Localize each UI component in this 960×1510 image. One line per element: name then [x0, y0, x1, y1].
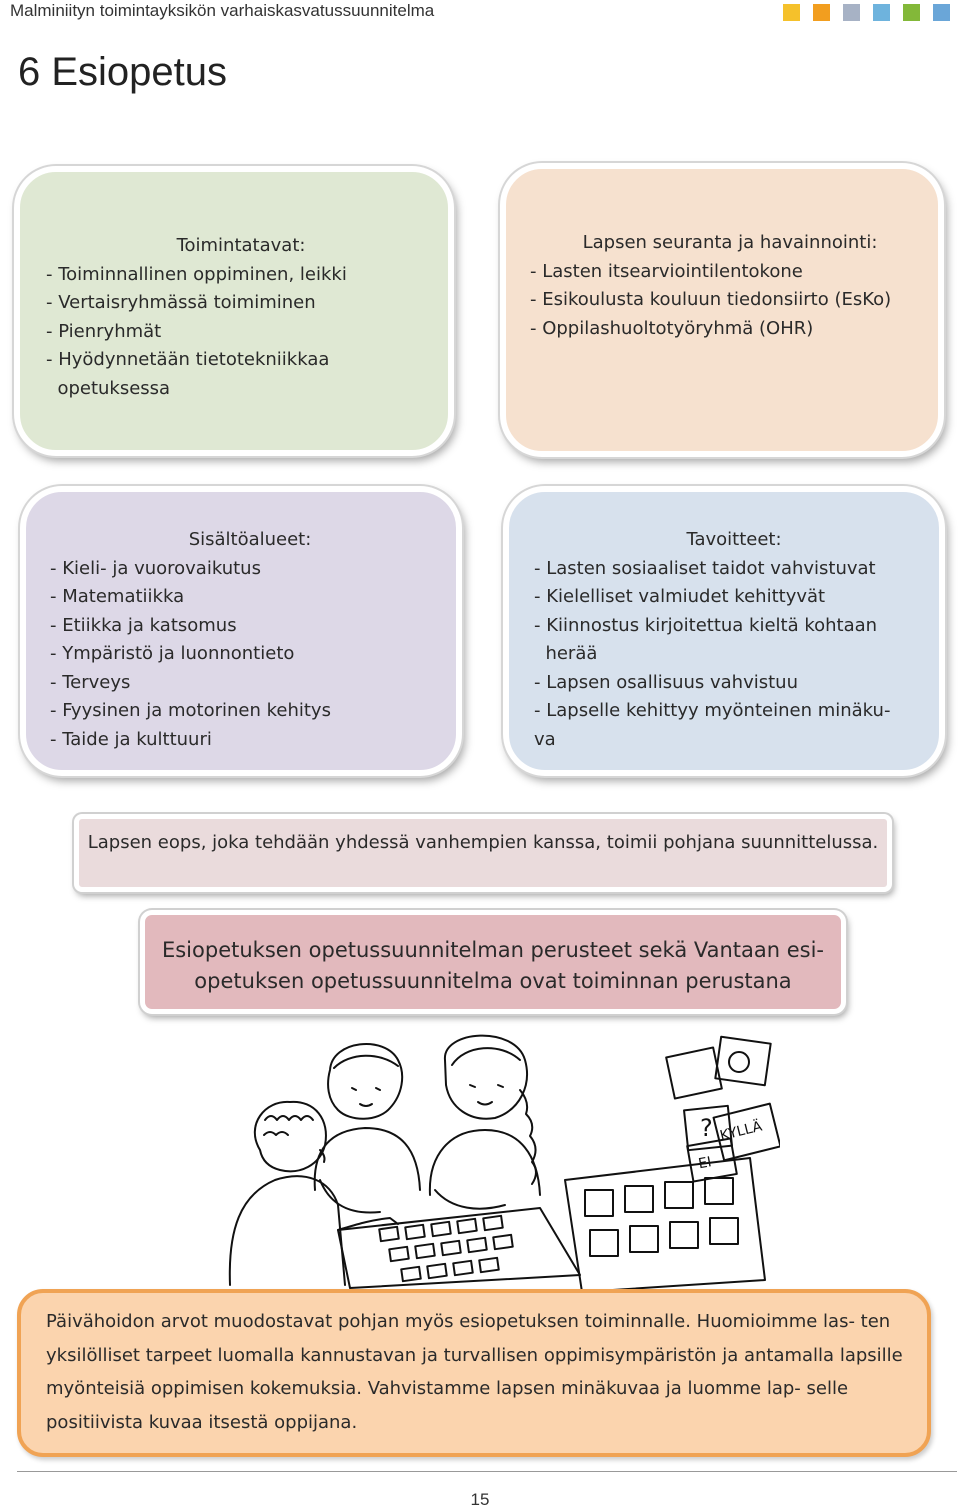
box-line: - Ympäristö ja luonnontieto: [50, 643, 295, 664]
card-label-kylla: KYLLÄ: [718, 1116, 764, 1144]
box-line: - Oppilashuoltotyöryhmä (OHR): [530, 317, 814, 339]
box-line: va: [534, 728, 556, 750]
seuranta-box: Lapsen seuranta ja havainnointi: - Laste…: [500, 163, 944, 457]
box-line: - Terveys: [50, 671, 131, 693]
box-line: - Pienryhmät: [46, 320, 162, 342]
header-square: [813, 4, 830, 21]
box-line: - Etiikka ja katsomus: [50, 614, 237, 636]
box-line: lapsille myönteisiä oppimisen kokemuksia…: [46, 1344, 903, 1400]
box-line: opetuksessa: [46, 377, 171, 399]
box-line: - Kieli- ja vuorovaikutus: [50, 557, 261, 579]
box-line: - Lasten itsearviointilentokone: [530, 260, 803, 282]
box-line: - Lapselle kehittyy myönteinen minäku-: [534, 700, 891, 721]
box-line: selle positiivista kuvaa itsestä oppijan…: [46, 1378, 849, 1433]
card-label-question: ?: [700, 1114, 713, 1142]
sisaltoalueet-box: Sisältöalueet: - Kieli- ja vuorovaikutus…: [20, 486, 462, 776]
header-color-squares: [783, 4, 950, 21]
header-square: [873, 4, 890, 21]
box-line: - Fyysinen ja motorinen kehitys: [50, 700, 331, 721]
header-square: [783, 4, 800, 21]
children-playing-cards-illustration: KYLLÄ EI ?: [228, 1034, 780, 1290]
banner-line: Lapsen eops, joka tehdään yhdessä vanhem…: [87, 832, 602, 853]
box-heading: Sisältöalueet:: [188, 529, 312, 550]
box-heading: Toimintatavat:: [176, 235, 306, 256]
box-line: - Toiminnallinen oppiminen, leikki: [46, 263, 347, 285]
card-label-ei: EI: [697, 1154, 713, 1172]
banner-line: toimii pohjana suunnittelussa.: [606, 832, 879, 853]
box-line: - Kielelliset valmiudet kehittyvät: [534, 586, 826, 607]
document-header-title: Malminiityn toimintayksikön varhaiskasva…: [10, 1, 435, 20]
banner-line: opetuksen opetussuunnitelma ovat toiminn…: [194, 969, 792, 993]
eops-banner: Lapsen eops, joka tehdään yhdessä vanhem…: [74, 814, 892, 892]
header-square: [903, 4, 920, 21]
box-line: ten yksilölliset tarpeet luomalla kannus…: [46, 1311, 891, 1366]
box-line: - Kiinnostus kirjoitettua kieltä kohtaan: [534, 614, 878, 636]
box-line: - Hyödynnetään tietotekniikkaa: [46, 349, 330, 370]
box-line: - Lasten sosiaaliset taidot vahvistuvat: [534, 557, 876, 579]
box-line: herää: [534, 643, 598, 664]
tavoitteet-box: Tavoitteet: - Lasten sosiaaliset taidot …: [503, 486, 945, 776]
page-number: 15: [470, 1490, 490, 1509]
toimintatavat-box: Toimintatavat: - Toiminnallinen oppimine…: [14, 166, 454, 456]
header-square: [933, 4, 950, 21]
box-line: - Matematiikka: [50, 586, 185, 607]
perusteet-banner: Esiopetuksen opetussuunnitelman perustee…: [140, 910, 846, 1014]
footer-divider: [17, 1471, 957, 1472]
box-heading: Lapsen seuranta ja havainnointi:: [582, 232, 878, 253]
box-line: - Esikoulusta kouluun tiedonsiirto (EsKo…: [530, 289, 892, 310]
box-line: - Lapsen osallisuus vahvistuu: [534, 671, 798, 693]
box-heading: Tavoitteet:: [686, 529, 782, 550]
box-line: - Vertaisryhmässä toimiminen: [46, 292, 316, 313]
page-title: 6 Esiopetus: [18, 50, 228, 94]
box-line: Päivähoidon arvot muodostavat pohjan myö…: [46, 1311, 855, 1332]
box-line: - Taide ja kulttuuri: [50, 728, 212, 750]
arvot-box: Päivähoidon arvot muodostavat pohjan myö…: [17, 1289, 931, 1457]
header-square: [843, 4, 860, 21]
banner-line: Esiopetuksen opetussuunnitelman perustee…: [161, 938, 825, 962]
